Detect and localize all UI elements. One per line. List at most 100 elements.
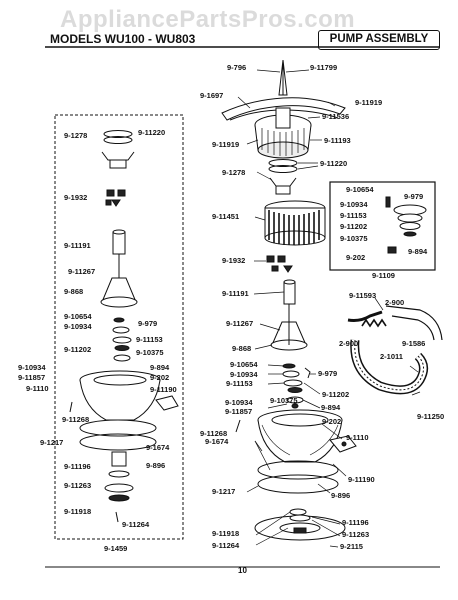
- part-label: 9-11196: [342, 518, 369, 527]
- part-label: 9-11919: [212, 140, 240, 149]
- part-label: 9-11263: [64, 481, 92, 490]
- part-label: 9-10934: [64, 322, 92, 331]
- part-label: 9-11153: [340, 211, 367, 220]
- left-kit-box: [54, 114, 184, 540]
- part-label: 9-11268: [200, 429, 228, 438]
- part-label: 9-11191: [64, 241, 91, 250]
- page-title: PUMP ASSEMBLY: [329, 33, 429, 45]
- part-label: 9-11190: [150, 385, 177, 394]
- part-label: 9-11919: [355, 98, 383, 107]
- part-label: 9-11918: [212, 529, 240, 538]
- part-label: 9-1586: [402, 339, 426, 348]
- part-label: 9-894: [408, 247, 428, 256]
- part-label: 9-1278: [222, 168, 246, 177]
- part-label: 9-11857: [225, 407, 253, 416]
- part-label: 9-979: [318, 369, 338, 378]
- part-label: 9-11193: [324, 136, 351, 145]
- part-label: 9-11190: [348, 475, 375, 484]
- part-label: 9-11267: [226, 319, 254, 328]
- part-label: 9-11153: [226, 379, 253, 388]
- part-label: 9-894: [150, 363, 170, 372]
- part-label: 9-979: [404, 192, 424, 201]
- part-label: 9-11267: [68, 267, 96, 276]
- part-label: 9-1697: [200, 91, 224, 100]
- turbine-impeller: [254, 107, 312, 159]
- part-label: 9-11264: [212, 541, 240, 550]
- title-box: PUMP ASSEMBLY: [318, 30, 440, 50]
- pump-hub-center: [270, 321, 308, 351]
- lower-gasket-center: [257, 474, 339, 494]
- part-label: 9-11153: [136, 335, 163, 344]
- part-label: 2-1011: [380, 352, 403, 361]
- part-label: 9-11202: [64, 345, 92, 354]
- part-label: 9-202: [322, 417, 342, 426]
- screw-11268-center: [235, 419, 241, 433]
- right-kit-box: [329, 181, 436, 271]
- washer-stack-center: [282, 363, 304, 409]
- left-kit-parts: [69, 130, 179, 523]
- part-label: 9-11451: [212, 212, 240, 221]
- page-number: 10: [238, 566, 247, 575]
- part-label: 9-11857: [18, 373, 46, 382]
- clip-center: [269, 177, 297, 195]
- part-label: 9-868: [232, 344, 252, 353]
- leader-lines: [237, 69, 421, 548]
- part-label: 9-11918: [64, 507, 92, 516]
- part-label: 9-11220: [138, 128, 166, 137]
- pump-housing-center: [257, 409, 343, 463]
- gasket-ring-center: [257, 460, 339, 480]
- part-label: 9-1217: [212, 487, 236, 496]
- part-label: 9-202: [346, 253, 366, 262]
- part-label: 9-10375: [340, 234, 368, 243]
- part-label: 9-11220: [320, 159, 348, 168]
- part-label: 9-11202: [322, 390, 350, 399]
- part-label: 9-896: [146, 461, 166, 470]
- part-label: 9-11196: [64, 462, 91, 471]
- part-label: 9-202: [150, 373, 170, 382]
- agitator-spike: [278, 59, 288, 96]
- filter-cage: [264, 200, 326, 246]
- part-label: 9-796: [227, 63, 247, 72]
- part-label: 9-10654: [230, 360, 258, 369]
- left-kit-caption: 9-1459: [104, 544, 128, 553]
- part-label: 9-979: [138, 319, 158, 328]
- part-label: 9-10654: [64, 312, 92, 321]
- part-label: 9-868: [64, 287, 84, 296]
- part-label: 9-11799: [310, 63, 338, 72]
- part-label: 9-10934: [340, 200, 368, 209]
- part-label: 9-11593: [349, 291, 377, 300]
- part-label: 9-1674: [146, 443, 170, 452]
- part-label: 9-10934: [18, 363, 46, 372]
- part-label: 9-1110: [26, 384, 49, 393]
- part-label: 9-11191: [222, 289, 249, 298]
- part-label: 9-1278: [64, 131, 88, 140]
- part-label: 9-1674: [205, 437, 229, 446]
- right-kit-parts: [385, 196, 427, 254]
- part-label: 9-10934: [230, 370, 258, 379]
- part-label: 9-1110: [346, 433, 369, 442]
- part-label: 2-900: [339, 339, 359, 348]
- part-label: 9-10375: [136, 348, 164, 357]
- part-label: 9-896: [331, 491, 351, 500]
- part-label: 9-894: [321, 403, 341, 412]
- part-label: 9-2115: [340, 542, 363, 551]
- part-label: 9-11250: [417, 412, 445, 421]
- drain-hose: [347, 305, 443, 395]
- screw-979-center: [304, 367, 311, 379]
- part-label: 9-11536: [322, 112, 350, 121]
- part-label: 9-1932: [64, 193, 88, 202]
- seal-rings-center: [268, 159, 298, 173]
- part-label: 9-10654: [346, 185, 374, 194]
- bracket-center: [329, 435, 357, 453]
- part-label: 9-1217: [40, 438, 64, 447]
- part-label: 9-10934: [225, 398, 253, 407]
- part-label: 9-11202: [340, 222, 368, 231]
- part-label: 9-10375: [270, 396, 298, 405]
- part-label: 9-11268: [62, 415, 90, 424]
- part-label: 9-11263: [342, 530, 370, 539]
- hardware-kit-center: [266, 255, 293, 273]
- watermark: AppliancePartsPros.com: [60, 6, 356, 33]
- part-label: 9-11264: [122, 520, 150, 529]
